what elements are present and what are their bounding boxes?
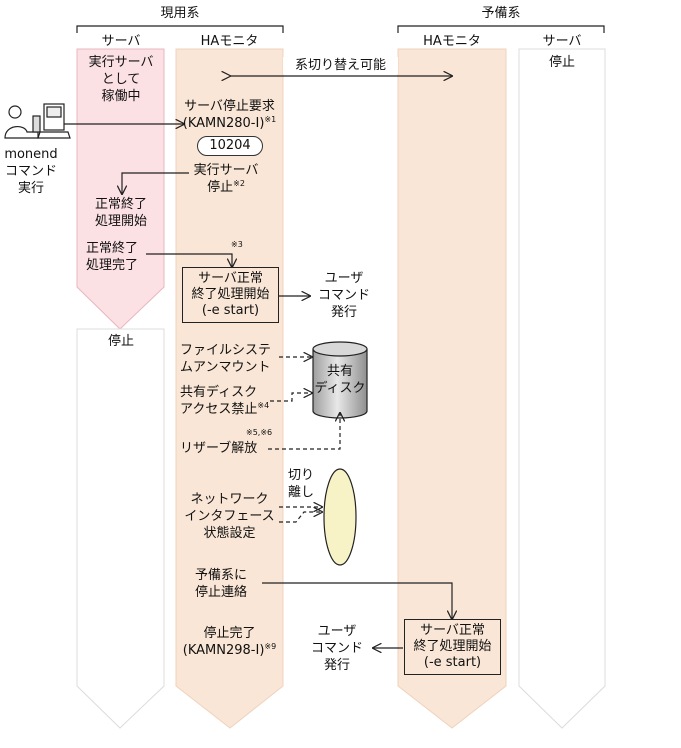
- active-ha-lane: [175, 48, 284, 729]
- unmount-label-2: ムアンマウント: [180, 360, 271, 375]
- normal-end-done-arrow: [146, 253, 232, 267]
- user-command-standby-1: ユーザ: [317, 624, 357, 639]
- network-ellipse: [323, 468, 357, 566]
- user-command-standby-2: コマンド: [310, 641, 363, 656]
- shared-disk-icon: [312, 341, 368, 419]
- server-end-box-standby: サーバ正常 終了処理開始 (-e start): [404, 619, 501, 675]
- shared-disk-label-2: ディスク: [314, 381, 366, 396]
- reserve-note: ※5,※6: [246, 428, 273, 437]
- cutoff-label-2: 離し: [288, 485, 315, 500]
- server-end-box-active: サーバ正常 終了処理開始 (-e start): [182, 267, 279, 323]
- standby-ha-lane: [397, 48, 507, 729]
- standby-server-status: 停止: [548, 55, 575, 70]
- unmount-label-1: ファイルシステ: [180, 343, 272, 358]
- stop-request-code: (KAMN280-I)※1: [182, 115, 277, 131]
- notify-label-2: 停止連絡: [194, 585, 247, 600]
- user-command-standby-3: 発行: [323, 658, 350, 673]
- active-ha-header: HAモニタ: [200, 34, 259, 49]
- server-end-box-standby-line1: サーバ正常: [420, 623, 485, 638]
- cutoff-label-1: 切り: [288, 468, 315, 483]
- notify-label-1: 予備系に: [194, 568, 247, 583]
- user-command-active-2: コマンド: [317, 288, 370, 303]
- stop-done-label-2: (KAMN298-I)※9: [182, 642, 277, 658]
- disk-access-arrow: [270, 393, 312, 402]
- server-end-box-active-line1: サーバ正常: [198, 271, 263, 286]
- standby-server-header: サーバ: [542, 34, 582, 49]
- notify-standby-arrow: [262, 582, 452, 619]
- active-group-label: 現用系: [160, 6, 200, 21]
- standby-group-bracket: [397, 25, 605, 33]
- active-server-status-1: 実行サーバ: [88, 55, 154, 70]
- stop-exec-label-1: 実行サーバ: [193, 163, 259, 178]
- active-server-header: サーバ: [101, 34, 141, 49]
- network-label-1: ネットワーク: [190, 492, 269, 507]
- normal-end-done-2: 処理完了: [85, 258, 138, 273]
- active-server-status-2: として: [101, 72, 141, 87]
- user-terminal-icon: [4, 103, 71, 139]
- network-arrow-2: [279, 512, 322, 523]
- standby-ha-header: HAモニタ: [423, 34, 481, 49]
- normal-end-start-2: 処理開始: [94, 214, 147, 229]
- disk-access-label-1: 共有ディスク: [180, 385, 258, 400]
- active-server-status-3: 稼働中: [101, 89, 141, 104]
- normal-end-start-1: 正常終了: [94, 197, 147, 212]
- server-end-box-standby-line2: 終了処理開始: [413, 639, 492, 654]
- network-label-2: インタフェース: [184, 509, 275, 524]
- disk-access-label-2: アクセス禁止※4: [180, 401, 270, 417]
- shared-disk-label-1: 共有: [326, 364, 353, 379]
- command-label-3: 実行: [17, 181, 44, 196]
- network-label-3: 状態設定: [203, 526, 256, 541]
- reserve-release-arrow: [268, 413, 340, 450]
- user-command-active-1: ユーザ: [324, 271, 364, 286]
- active-server-stopped-lane: [76, 328, 165, 729]
- stop-request-label: サーバ停止要求: [184, 99, 275, 114]
- stop-exec-arrow: [122, 172, 189, 194]
- user-command-active-3: 発行: [330, 305, 357, 320]
- stop-done-label-1: 停止完了: [203, 626, 256, 641]
- command-label-1: monend: [4, 147, 58, 162]
- server-end-box-active-line3: (-e start): [201, 303, 260, 318]
- standby-server-lane: [518, 48, 606, 729]
- reserve-label: リザーブ解放: [180, 441, 258, 456]
- command-label-2: コマンド: [4, 164, 57, 179]
- server-end-box-active-line2: 終了処理開始: [191, 287, 270, 302]
- message-id-pill: 10204: [197, 136, 263, 156]
- switchable-label: 系切り替え可能: [283, 57, 398, 74]
- server-end-box-standby-line3: (-e start): [423, 655, 482, 670]
- stop-exec-label-2: 停止※2: [207, 179, 245, 195]
- active-group-bracket: [76, 25, 284, 33]
- standby-group-label: 予備系: [481, 6, 521, 21]
- normal-end-done-1: 正常終了: [85, 241, 138, 256]
- active-server-stopped: 停止: [107, 334, 134, 349]
- note-3: ※3: [231, 240, 243, 249]
